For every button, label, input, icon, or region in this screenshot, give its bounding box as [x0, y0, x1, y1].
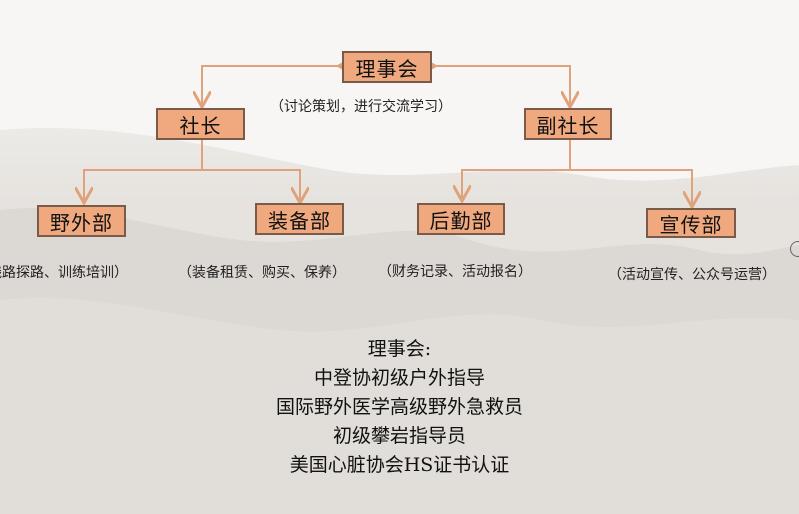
board-box: 理事会 [342, 51, 432, 83]
credential-line: 国际野外医学高级野外急救员 [275, 396, 523, 418]
board-note: （讨论策划，进行交流学习） [270, 99, 452, 115]
credential-line: 中登协初级户外指导 [313, 367, 485, 389]
department-note-publicity: （活动宣传、公众号运营） [608, 267, 776, 283]
department-box-field: 野外部 [37, 205, 126, 237]
credential-line: 初级攀岩指导员 [332, 425, 466, 447]
department-label: 装备部 [268, 208, 331, 233]
board-label: 理事会 [355, 56, 419, 81]
credential-line: 美国心脏协会HS证书认证 [289, 454, 510, 476]
department-label: 野外部 [50, 210, 113, 235]
department-box-publicity: 宣传部 [646, 208, 736, 238]
department-note-field: （线路探路、训练培训） [0, 265, 128, 281]
president-label: 社长 [179, 113, 222, 138]
president-box: 社长 [156, 108, 245, 140]
department-label: 宣传部 [659, 212, 723, 237]
edge-circle-icon [790, 241, 799, 257]
department-box-logistics: 后勤部 [417, 203, 505, 235]
credentials-title: 理事会: [367, 338, 432, 360]
department-note-logistics: （财务记录、活动报名） [378, 264, 532, 280]
department-box-equipment: 装备部 [255, 203, 344, 235]
department-label: 后勤部 [429, 208, 493, 233]
department-note-equipment: （装备租赁、购买、保养） [178, 265, 346, 281]
vice-president-box: 副社长 [524, 108, 612, 140]
vice-president-label: 副社长 [536, 113, 600, 138]
board-credentials: 理事会: 中登协初级户外指导 国际野外医学高级野外急救员 初级攀岩指导员 美国心… [0, 335, 799, 480]
